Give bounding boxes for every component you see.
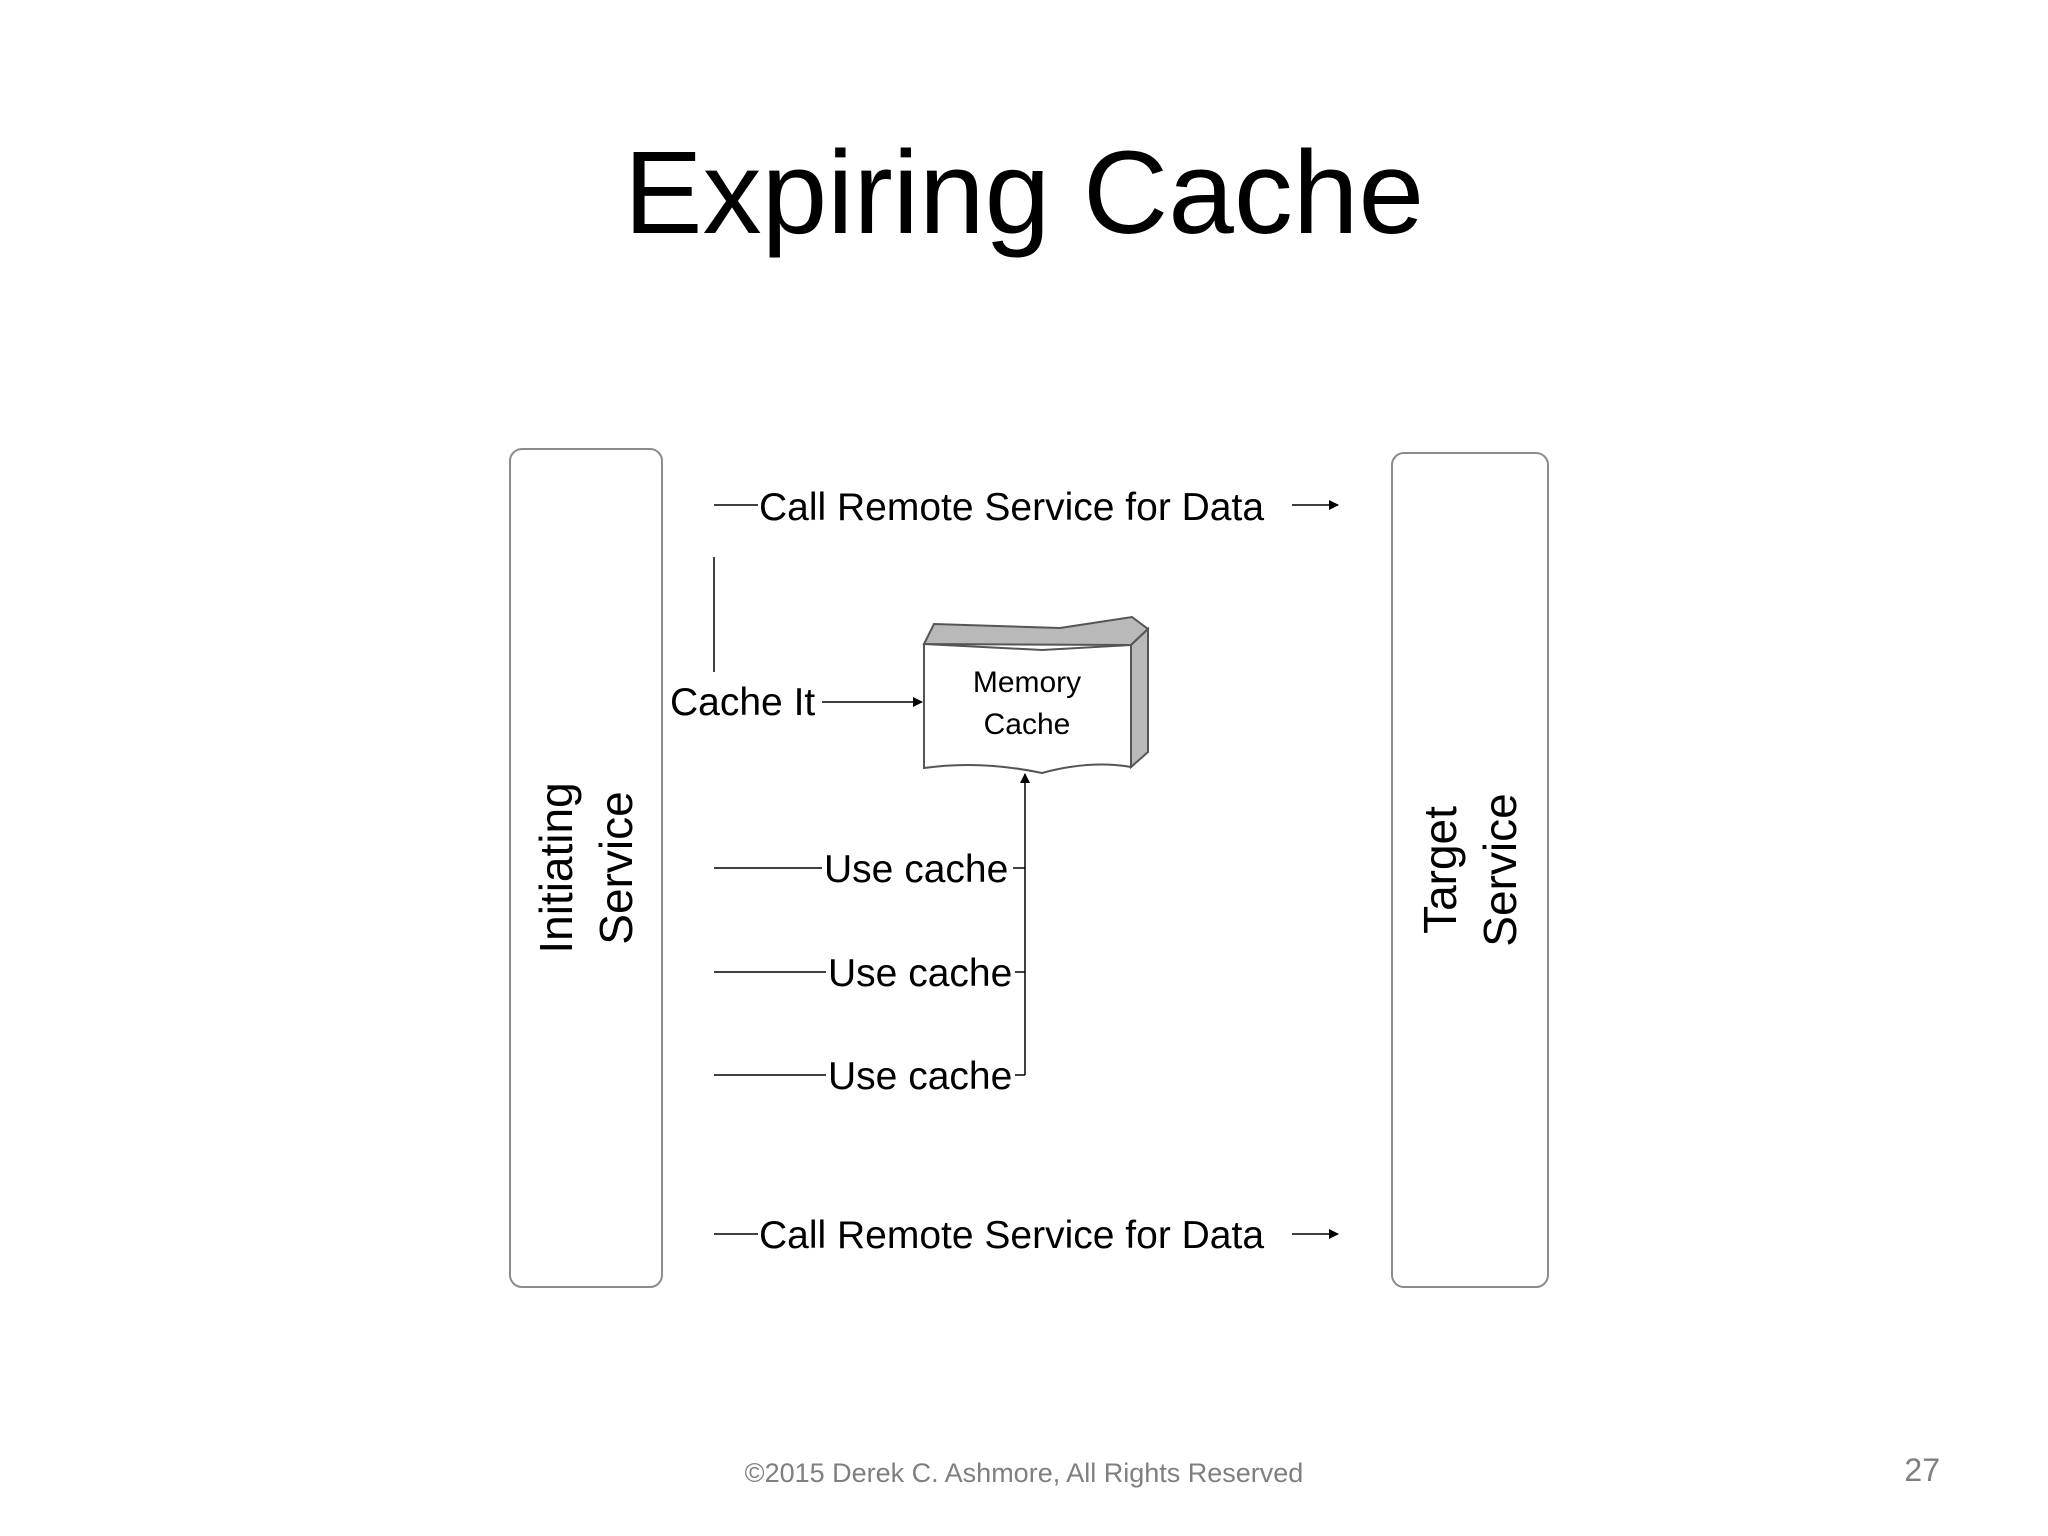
- cache-it-label: Cache It: [670, 681, 815, 724]
- initiating-service-label-line2: Service: [590, 791, 642, 944]
- call-remote-top-arrow: Call Remote Service for Data: [714, 486, 1339, 529]
- memory-cache-shape: Memory Cache: [922, 615, 1150, 775]
- call-remote-top-label: Call Remote Service for Data: [759, 486, 1264, 529]
- call-remote-bottom-label: Call Remote Service for Data: [759, 1214, 1264, 1257]
- use-cache-3-label: Use cache: [828, 1055, 1012, 1098]
- target-service-label-line1: Target: [1414, 806, 1466, 934]
- memory-cache-label-line2: Cache: [984, 708, 1071, 741]
- target-service-box: Target Service: [1391, 452, 1549, 1288]
- use-cache-connectors: Use cache Use cache Use cache: [714, 773, 1030, 1098]
- target-service-label-line2: Service: [1474, 793, 1526, 946]
- initiating-service-box: Initiating Service: [509, 448, 663, 1288]
- slide-title: Expiring Cache: [623, 127, 1425, 259]
- use-cache-2-label: Use cache: [828, 952, 1012, 995]
- memory-cache-label-line1: Memory: [973, 666, 1081, 699]
- use-cache-1-label: Use cache: [824, 848, 1008, 891]
- footer-copyright: ©2015 Derek C. Ashmore, All Rights Reser…: [744, 1458, 1304, 1488]
- page-number: 27: [1904, 1452, 1940, 1488]
- initiating-service-label-line1: Initiating: [530, 782, 582, 953]
- cache-it-arrow: Cache It: [670, 557, 923, 724]
- call-remote-bottom-arrow: Call Remote Service for Data: [714, 1214, 1339, 1257]
